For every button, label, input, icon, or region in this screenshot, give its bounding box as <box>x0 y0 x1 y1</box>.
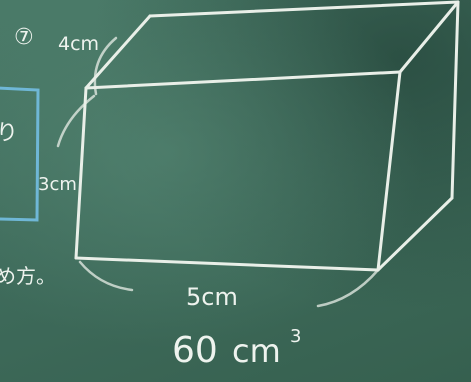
answer-number: 60 <box>172 330 218 371</box>
depth-label: 4cm <box>58 33 99 55</box>
width-dimension-arc-right <box>316 268 380 308</box>
front-bottom-edge <box>74 256 380 272</box>
top-left-depth-edge <box>84 14 152 90</box>
front-left-edge <box>74 86 88 260</box>
volume-answer: 60 cm 3 <box>172 326 301 371</box>
depth-dimension-arc <box>93 36 118 96</box>
back-top-edge <box>148 0 460 18</box>
width-dimension-arc-left <box>78 260 134 292</box>
height-dimension-arc-top <box>56 94 96 148</box>
back-right-edge <box>450 0 460 200</box>
left-fragment-top: り <box>0 121 18 146</box>
left-fragment-bottom: め方。 <box>0 264 56 288</box>
answer-exponent: 3 <box>290 326 301 347</box>
answer-unit: cm <box>232 332 281 370</box>
top-right-depth-edge <box>398 0 460 74</box>
width-label: 5cm <box>186 283 238 311</box>
blue-box-fragment <box>0 86 40 222</box>
front-top-edge <box>84 70 402 90</box>
height-label: 3cm <box>38 174 77 195</box>
bottom-right-depth-edge <box>376 196 454 272</box>
rectangular-prism <box>74 0 460 272</box>
front-right-edge <box>376 70 402 272</box>
problem-number: ⑦ <box>14 25 34 50</box>
